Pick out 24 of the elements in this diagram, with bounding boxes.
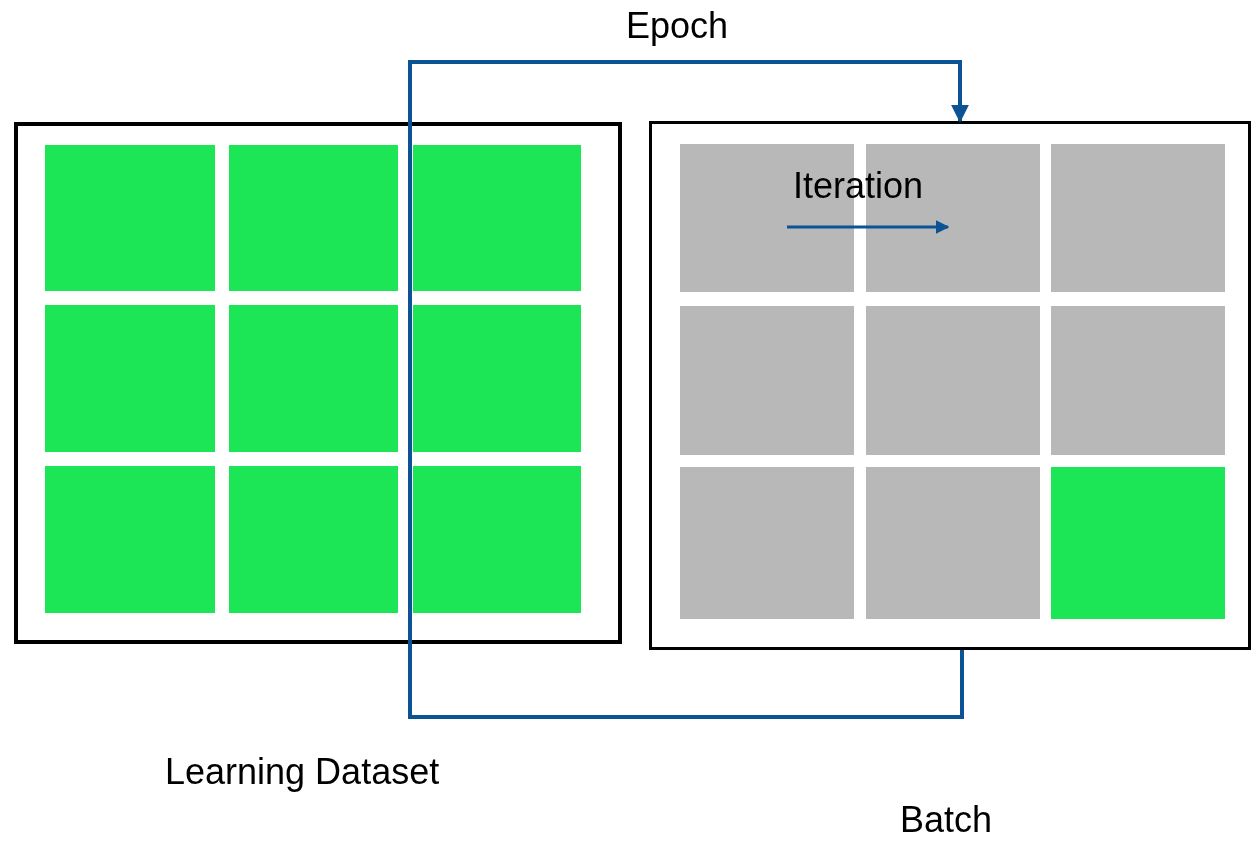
data-block [229, 466, 398, 613]
caption: Batch [900, 800, 993, 840]
caption: Learning Dataset [165, 752, 440, 792]
data-block [413, 466, 581, 613]
data-block [680, 467, 854, 619]
edge-label: Iteration [793, 166, 924, 206]
data-block [1051, 144, 1225, 292]
data-block [229, 305, 398, 452]
data-block [866, 467, 1040, 619]
data-block [45, 466, 215, 613]
data-block [229, 145, 398, 291]
dataset-panel [649, 121, 1251, 650]
data-block [866, 306, 1040, 455]
data-block [413, 305, 581, 452]
data-block [45, 145, 215, 291]
loop-arrow [408, 60, 969, 719]
data-block [1051, 306, 1225, 455]
arrow [787, 220, 950, 234]
data-block [45, 305, 215, 452]
data-block [680, 306, 854, 455]
dataset-panel [14, 122, 622, 644]
edge-label: Epoch [626, 6, 729, 46]
data-block [1051, 467, 1225, 619]
data-block [413, 145, 581, 291]
